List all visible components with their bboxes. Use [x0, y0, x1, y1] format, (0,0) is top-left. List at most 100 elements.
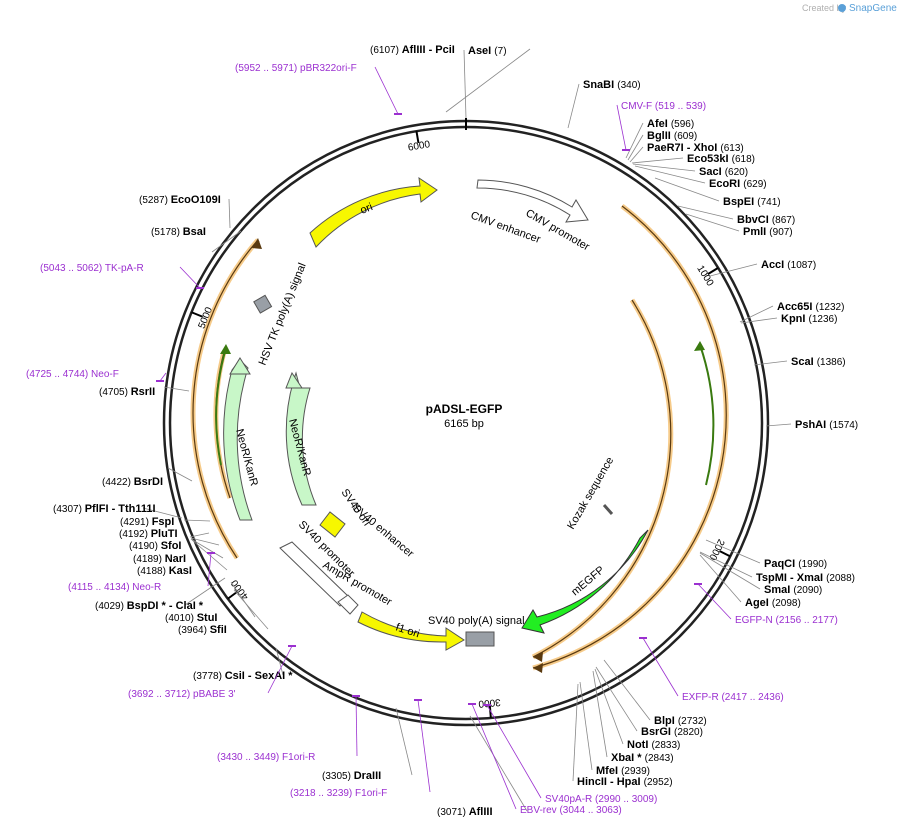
- enzyme-label: Acc65I (1232): [777, 301, 844, 313]
- enzyme-label: BbvCI (867): [737, 214, 795, 226]
- enzyme-leader-line: [685, 213, 740, 232]
- enzyme-label: SnaBI (340): [583, 79, 641, 91]
- primer-labels: CMV-F (519 .. 539) EGFP-N (2156 .. 2177) E…: [26, 63, 838, 816]
- tick-mark: [719, 550, 731, 558]
- arc-arrowhead-3: [252, 238, 262, 249]
- green-arrowhead-right: [694, 341, 705, 351]
- primer-site-mark: [207, 552, 215, 554]
- primer-site-mark: [622, 149, 630, 151]
- enzyme-leader-line: [163, 386, 190, 392]
- enzyme-leader-line: [740, 317, 778, 324]
- primer-site-mark: [288, 645, 296, 647]
- primer-leader-line: [697, 583, 732, 620]
- enzyme-label: AfeI (596): [647, 118, 694, 130]
- created-by-text: Created by: [802, 3, 847, 13]
- enzyme-leader-line: [445, 48, 531, 113]
- enzyme-label: SmaI (2090): [764, 584, 822, 596]
- enzyme-leader-line: [567, 83, 580, 129]
- enzyme-label: (4705) RsrII: [99, 386, 155, 398]
- arc-arrowhead-1: [533, 663, 543, 673]
- enzyme-label: HincII - HpaI (2952): [577, 776, 673, 788]
- enzyme-label: XbaI * (2843): [611, 752, 674, 764]
- primer-label: (5043 .. 5062) TK-pA-R: [40, 263, 144, 274]
- enzyme-leader-line: [228, 198, 231, 229]
- primer-leader-line: [374, 66, 399, 115]
- enzyme-label: PmlI (907): [743, 226, 793, 238]
- enzyme-label: AgeI (2098): [745, 597, 801, 609]
- enzyme-leader-line: [184, 577, 226, 606]
- tick-label: 3000: [478, 696, 502, 709]
- enzyme-label: ScaI (1386): [791, 356, 846, 368]
- sv40-enhancer-label: SV40 enhancer: [350, 502, 416, 560]
- enzyme-leader-line: [677, 205, 734, 220]
- enzyme-label: BglII (609): [647, 130, 697, 142]
- primer-label: (3430 .. 3449) F1ori-R: [217, 752, 315, 763]
- enzyme-leader-line: [275, 647, 284, 676]
- primer-leader-line: [616, 104, 627, 151]
- green-arc-right: [699, 344, 715, 486]
- enzyme-label: EcoRI (629): [709, 178, 767, 190]
- primer-leader-line: [267, 645, 293, 694]
- megfp-label: mEGFP: [569, 564, 607, 598]
- enzyme-leader-line: [572, 683, 579, 782]
- enzyme-leader-line: [395, 707, 413, 776]
- enzyme-label: PshAI (1574): [795, 419, 858, 431]
- enzyme-label: AccI (1087): [761, 259, 816, 271]
- green-arrowhead-left: [220, 344, 231, 354]
- tick-label: 6000: [407, 139, 431, 154]
- megfp-feature: [521, 529, 649, 634]
- neo-feature-inner: [285, 371, 317, 506]
- hsv-tk-label: HSV TK poly(A) signal: [257, 261, 309, 367]
- sv40-polya-feature: [465, 631, 495, 647]
- enzyme-leader-line: [739, 305, 774, 323]
- enzyme-label: (4029) BspDI * - ClaI *: [95, 600, 204, 612]
- ampr-promoter-feature: [337, 594, 359, 615]
- enzyme-leader-line: [233, 589, 269, 630]
- enzyme-leader-line: [699, 552, 761, 590]
- enzyme-leader-line: [592, 670, 608, 758]
- sv40-polya-label: SV40 poly(A) signal: [428, 615, 525, 627]
- ori-feature: [309, 176, 438, 248]
- enzyme-label: BspEI (741): [723, 196, 781, 208]
- primer-leader-line: [486, 704, 542, 799]
- enzyme-leader-line: [190, 538, 224, 559]
- primer-site-mark: [352, 695, 360, 697]
- arc-right-outer: [532, 205, 727, 669]
- snapgene-logo-icon: [838, 4, 846, 12]
- tick-mark: [191, 311, 203, 318]
- neo-inner-arrowhead: [285, 371, 303, 389]
- enzyme-leader-line: [189, 532, 210, 538]
- enzyme-label: (4010) StuI: [165, 612, 217, 624]
- plasmid-length: 6165 bp: [444, 418, 484, 430]
- arc-left-outer: [192, 239, 259, 559]
- enzyme-label: BsrGI (2820): [641, 726, 703, 738]
- primer-label: (3692 .. 3712) pBABE 3': [128, 689, 236, 700]
- primer-leader-line: [642, 637, 679, 697]
- enzyme-label: (3964) SfiI: [178, 624, 227, 636]
- highlight-arc-right-outer: [532, 204, 729, 671]
- enzyme-labels: AseI (7) SnaBI (340) AfeI (596)BglII (609)…: [53, 44, 858, 818]
- primer-label: CMV-F (519 .. 539): [621, 101, 706, 112]
- enzyme-leader-line: [627, 134, 644, 161]
- neo-outer-arrowhead: [229, 357, 251, 375]
- enzyme-label: AseI (7): [468, 45, 507, 57]
- enzyme-leader-line: [629, 146, 644, 163]
- enzyme-leader-line: [765, 423, 792, 427]
- enzyme-leader-line: [699, 554, 742, 603]
- primer-label: (5952 .. 5971) pBR322ori-F: [235, 63, 357, 74]
- primer-site-mark: [694, 583, 702, 585]
- enzyme-label: SacI (620): [699, 166, 748, 178]
- tick-mark: [488, 705, 492, 719]
- primer-leader-line: [207, 552, 212, 587]
- enzyme-label: (4192) PluTI: [119, 528, 178, 540]
- primer-leader-line: [159, 372, 167, 382]
- enzyme-leader-line: [183, 519, 211, 522]
- primer-leader-line: [355, 695, 358, 757]
- primer-label: EXFP-R (2417 .. 2436): [682, 692, 784, 703]
- enzyme-leader-line: [631, 157, 684, 164]
- arc-right-inner: [532, 299, 672, 658]
- primer-label: EGFP-N (2156 .. 2177): [735, 615, 838, 626]
- primer-site-mark: [639, 637, 647, 639]
- primer-label: SV40pA-R (2990 .. 3009): [545, 794, 657, 805]
- enzyme-label: MfeI (2939): [596, 765, 650, 777]
